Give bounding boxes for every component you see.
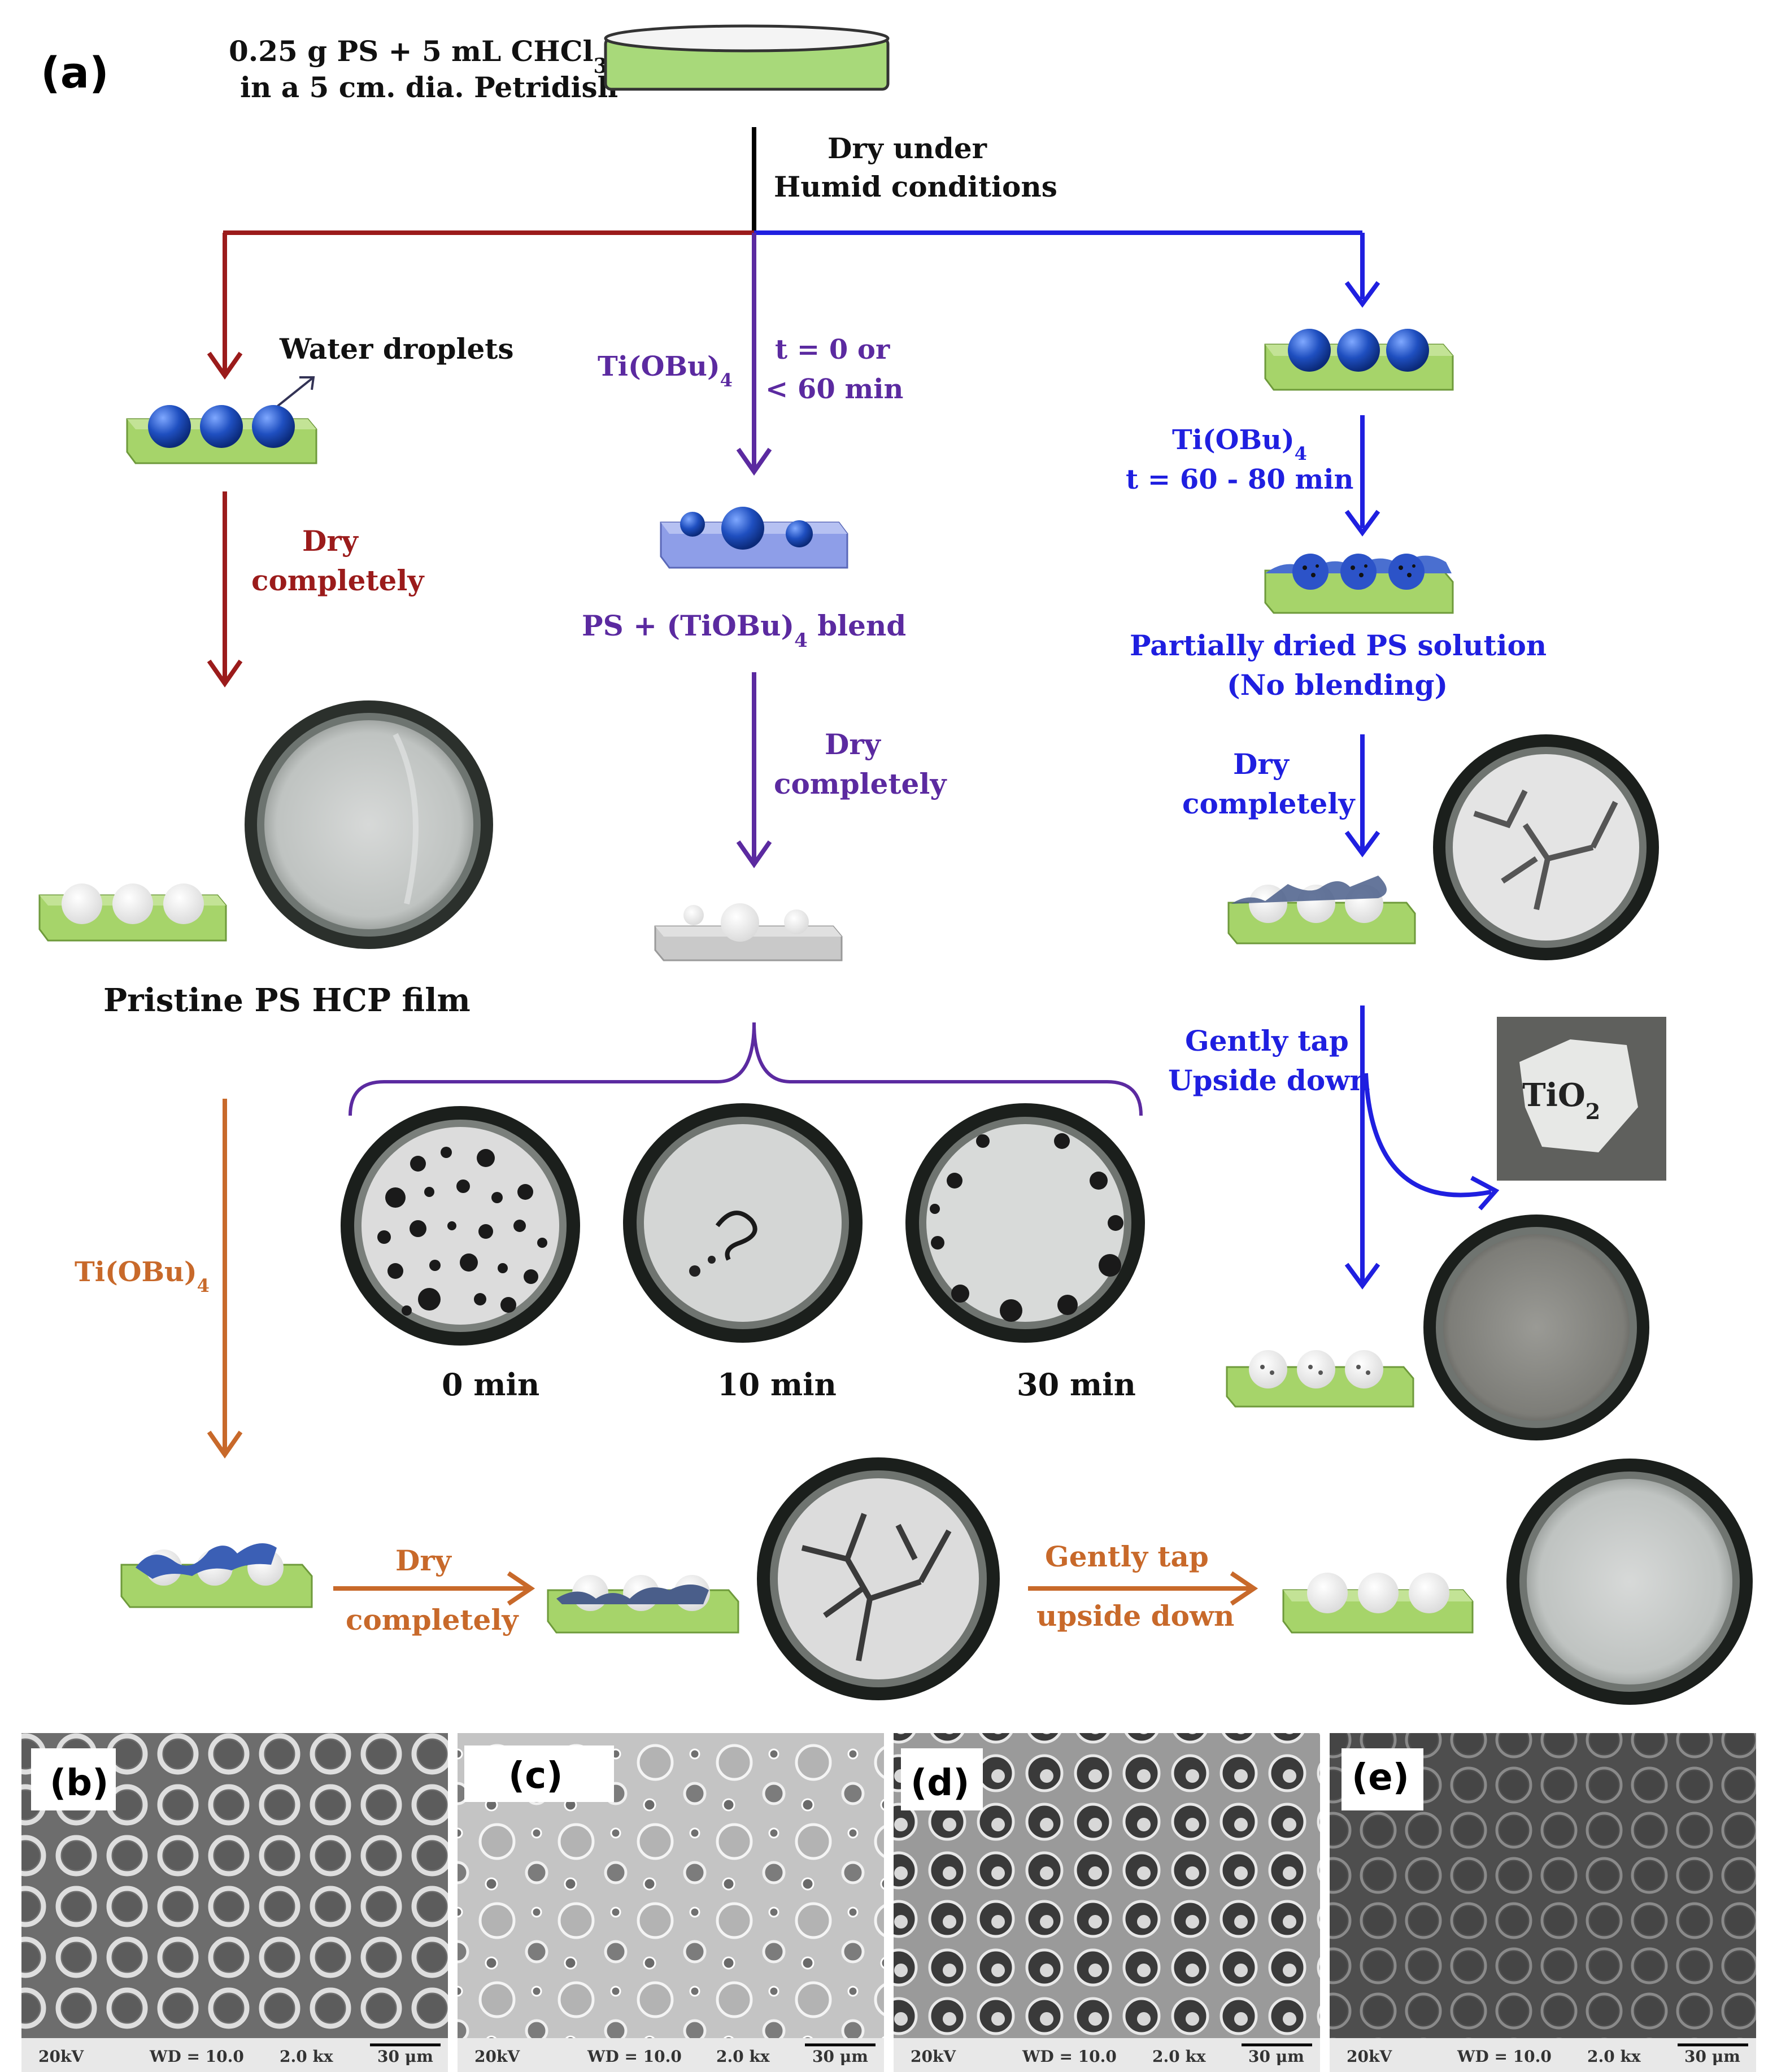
purple-arrow-1	[736, 233, 772, 476]
sem-scale-b: 30 μm	[377, 2047, 433, 2066]
dry-completely-red-2: completely	[251, 564, 425, 597]
tiobu-purple-label: Ti(OBu)4	[598, 351, 733, 391]
petri-photo-cracked-bottom	[757, 1457, 1000, 1700]
substrate-orange-2	[547, 1575, 739, 1634]
sem-wd-b: WD = 10.0	[149, 2047, 244, 2066]
substrate-with-pores-left	[38, 883, 227, 942]
starting-solution-line2: in a 5 cm. dia. Petridish	[240, 71, 618, 104]
sem-wd-d: WD = 10.0	[1022, 2047, 1117, 2066]
sem-kv-c: 20kV	[474, 2047, 520, 2066]
blue-arrow-3	[1344, 734, 1380, 857]
sem-panel-d: (d) 20kV WD = 10.0 2.0 kx 30 μm	[894, 1733, 1320, 2072]
substrate-with-droplets-left	[126, 405, 317, 464]
petri-photo-cracked-right	[1433, 734, 1659, 960]
dry-humid-label-1: Dry under	[827, 132, 987, 165]
sem-scale-c: 30 μm	[812, 2047, 868, 2066]
time-label-10min: 10 min	[717, 1366, 837, 1403]
sem-panel-c: (c) 20kV WD = 10.0 2.0 kx 30 μm	[458, 1733, 884, 2072]
sem-kv-e: 20kV	[1347, 2047, 1392, 2066]
purple-arrow-2	[736, 672, 772, 868]
substrate-orange-1	[120, 1543, 313, 1608]
dry-completely-blue-1: Dry	[1233, 747, 1290, 781]
time-label-0min: 0 min	[442, 1366, 539, 1403]
dry-completely-purple-1: Dry	[825, 728, 882, 761]
sem-mag-b: 2.0 kx	[280, 2047, 333, 2066]
sem-panel-e: (e) 20kV WD = 10.0 2.0 kx 30 μm	[1330, 1733, 1756, 2072]
dry-completely-orange-1: Dry	[395, 1544, 452, 1577]
dry-completely-blue-2: completely	[1182, 787, 1356, 820]
dry-completely-purple-2: completely	[774, 767, 947, 800]
red-arrow-1	[207, 233, 243, 380]
sem-wd-e: WD = 10.0	[1457, 2047, 1552, 2066]
substrate-gray-pores	[654, 903, 843, 961]
tiobu-orange-label: Ti(OBu)4	[75, 1256, 210, 1296]
panel-label-e: (e)	[1352, 1757, 1409, 1799]
tio2-label: TiO2	[1522, 1077, 1600, 1124]
tio2-photo: TiO2	[1497, 1017, 1666, 1181]
gently-tap-blue-1: Gently tap	[1185, 1024, 1349, 1057]
orange-arrow-right-1	[333, 1571, 535, 1606]
red-arrow-2	[207, 491, 243, 687]
sem-kv-d: 20kV	[911, 2047, 956, 2066]
sem-mag-d: 2.0 kx	[1152, 2047, 1206, 2066]
sem-mag-e: 2.0 kx	[1587, 2047, 1641, 2066]
blue-arrow-1	[1344, 233, 1380, 308]
blend-label: PS + (TiOBu)4 blend	[582, 609, 906, 652]
blue-curved-arrowhead	[1470, 1176, 1500, 1211]
partial-dried-label-2: (No blending)	[1227, 668, 1448, 702]
blue-arrow-4	[1344, 1005, 1380, 1290]
gently-tap-orange-2: upside down	[1036, 1599, 1234, 1633]
blue-arrow-2	[1344, 415, 1380, 537]
sem-scale-d: 30 μm	[1248, 2047, 1304, 2066]
panel-label-d: (d)	[911, 1762, 969, 1804]
substrate-blue-dried	[1227, 876, 1416, 944]
panel-label-a: (a)	[41, 47, 109, 98]
substrate-with-droplets-right	[1264, 329, 1454, 391]
dry-completely-orange-2: completely	[346, 1603, 519, 1636]
sem-scale-e: 30 μm	[1684, 2047, 1740, 2066]
dry-humid-label-2: Humid conditions	[774, 170, 1057, 203]
substrate-blend	[660, 507, 848, 569]
partial-dried-label-1: Partially dried PS solution	[1130, 629, 1547, 662]
petri-photo-10min	[623, 1103, 863, 1343]
water-droplet-pointer	[276, 376, 315, 408]
petri-photo-final	[1506, 1459, 1753, 1705]
time-purple-1: t = 0 or	[775, 334, 890, 365]
blue-curved-arrow	[1364, 1073, 1492, 1198]
sem-panel-b: (b) 20kV WD = 10.0 2.0 kx 30 μm	[21, 1733, 448, 2072]
water-droplets-label: Water droplets	[279, 332, 514, 365]
substrate-partial-dried	[1264, 554, 1454, 614]
gently-tap-orange-1: Gently tap	[1045, 1540, 1209, 1573]
orange-arrow-right-2	[1028, 1571, 1258, 1606]
tiobu-blue-label: Ti(OBu)4	[1172, 424, 1307, 464]
dry-completely-red-1: Dry	[302, 524, 359, 558]
sem-kv-b: 20kV	[38, 2047, 84, 2066]
petri-photo-tio2-coated	[1423, 1215, 1649, 1440]
time-label-30min: 30 min	[1017, 1366, 1136, 1403]
sem-mag-c: 2.0 kx	[716, 2047, 770, 2066]
sem-wd-c: WD = 10.0	[587, 2047, 682, 2066]
petri-photo-30min	[905, 1103, 1145, 1343]
time-series-brace	[349, 1022, 1143, 1116]
panel-label-c: (c)	[508, 1755, 563, 1797]
gently-tap-blue-2: Upside down	[1168, 1064, 1370, 1097]
time-purple-2: < 60 min	[765, 373, 903, 405]
panel-label-b: (b)	[50, 1762, 108, 1804]
petri-dish-icon	[604, 24, 890, 91]
petri-photo-pristine	[245, 700, 493, 949]
orange-arrow-down	[207, 1099, 243, 1459]
time-blue-label: t = 60 - 80 min	[1126, 464, 1353, 495]
pristine-film-label: Pristine PS HCP film	[103, 982, 471, 1019]
substrate-orange-final	[1282, 1573, 1474, 1634]
substrate-pores-tio2	[1226, 1350, 1414, 1408]
petri-photo-0min	[341, 1106, 580, 1346]
